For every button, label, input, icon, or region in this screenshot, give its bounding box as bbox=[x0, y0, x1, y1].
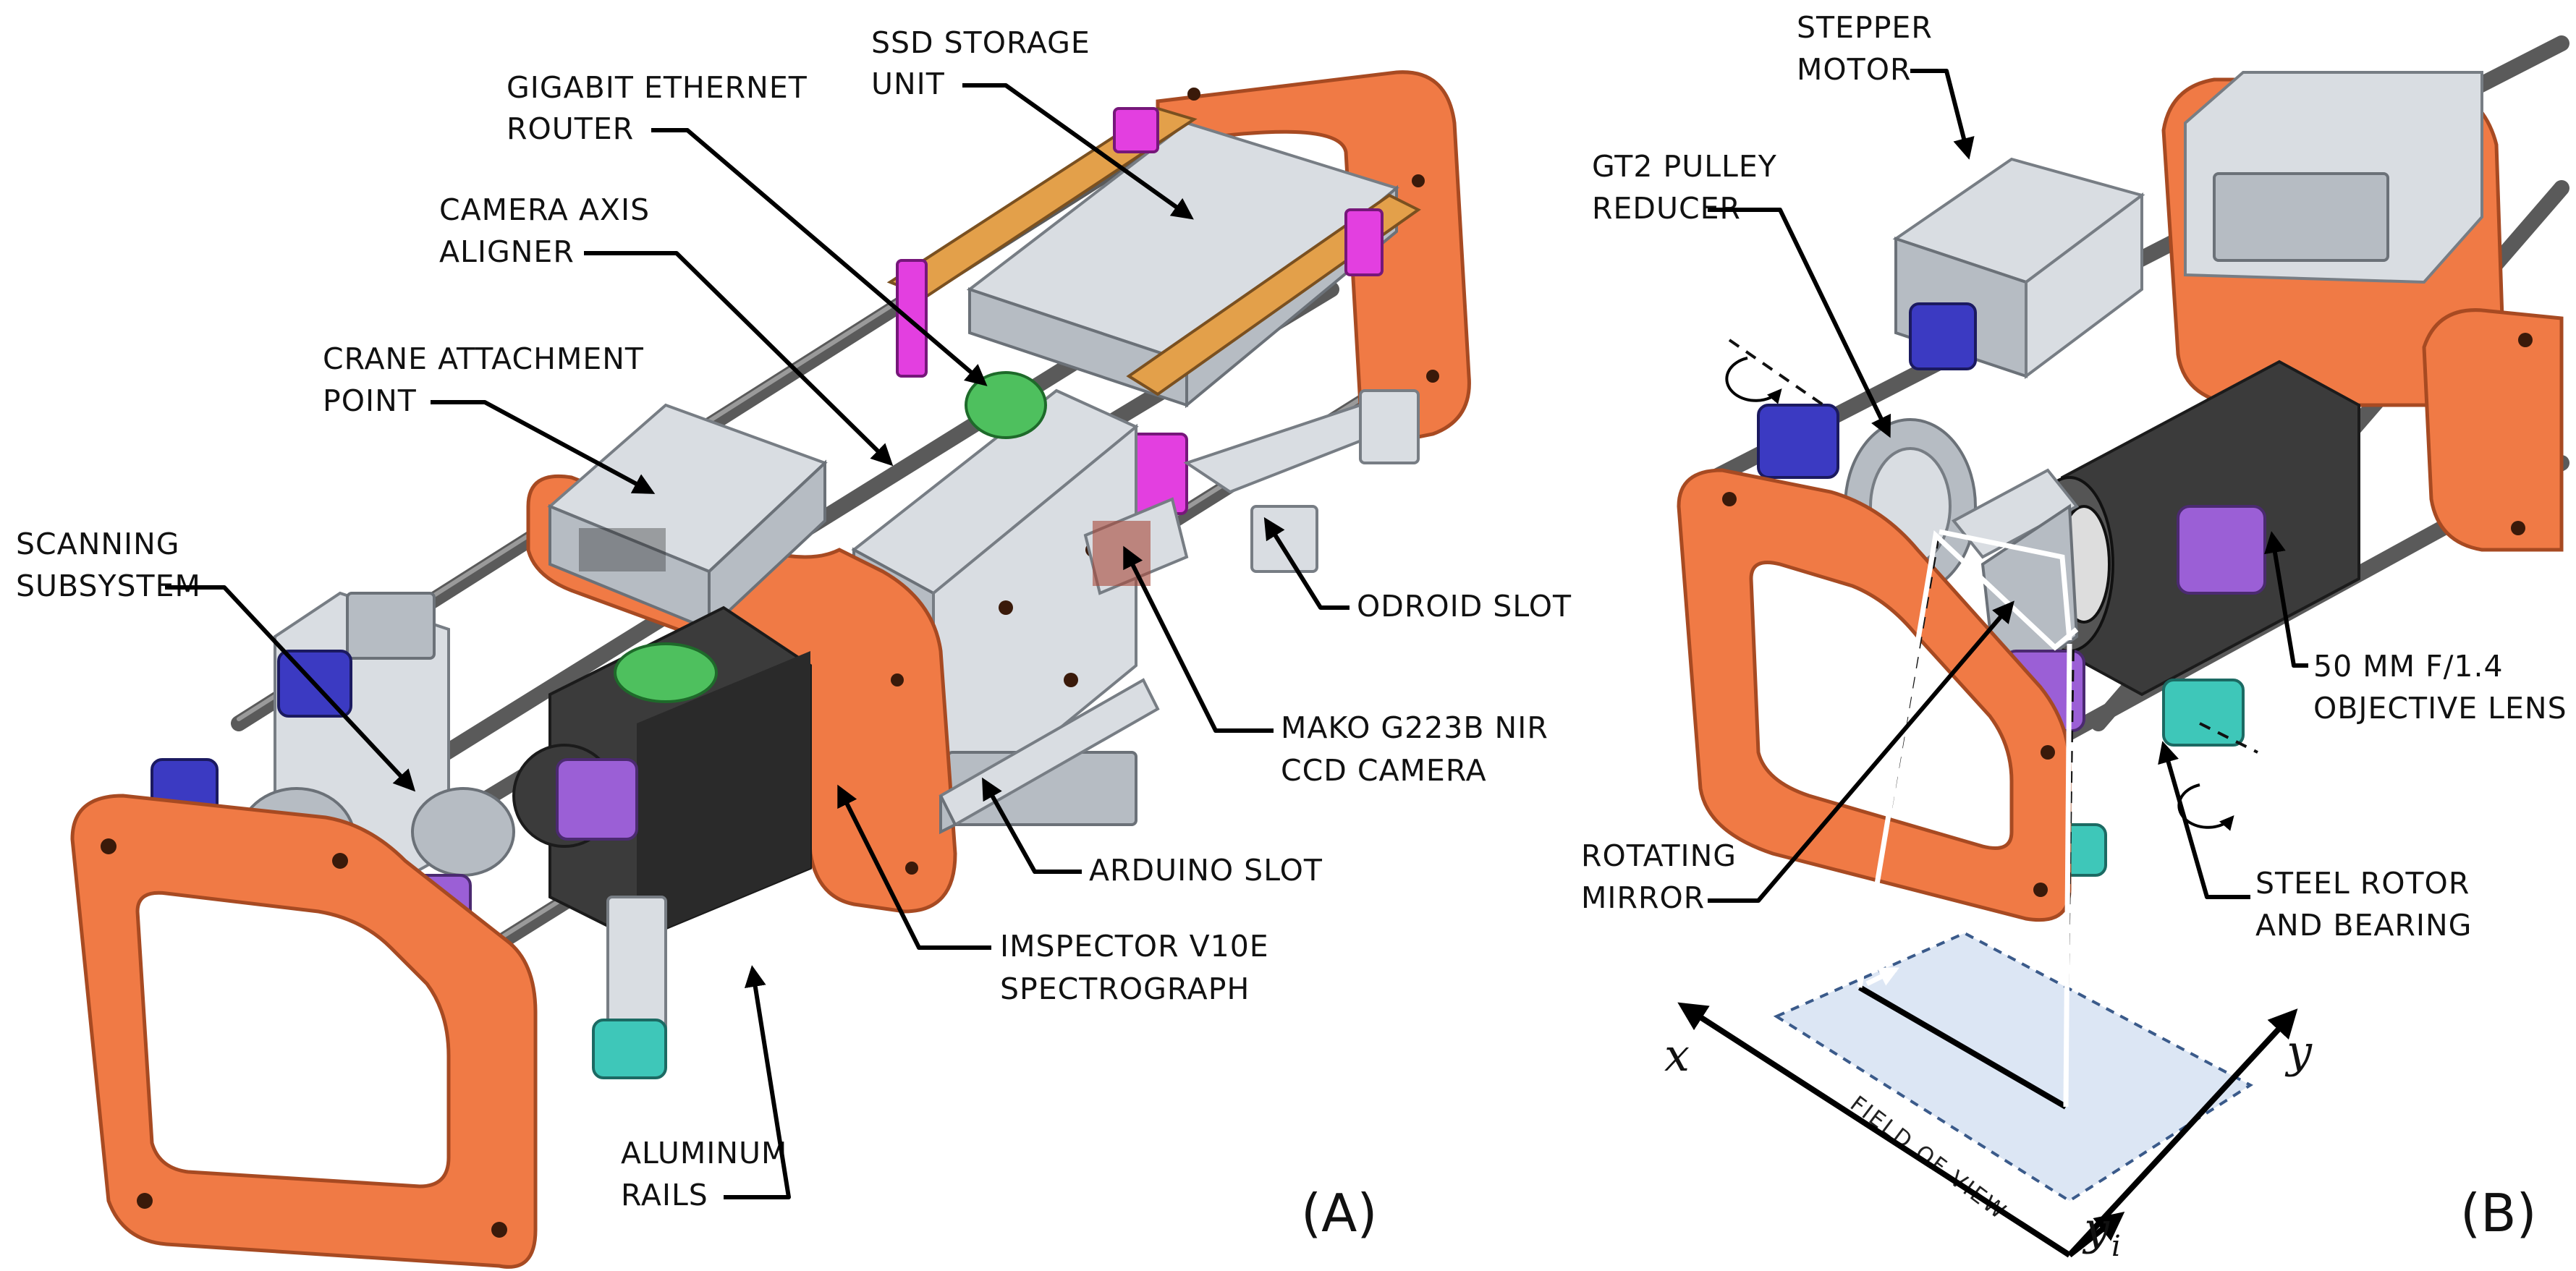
label-router-line1: GIGABIT ETHERNET bbox=[507, 70, 808, 105]
label-gt2-line1: GT2 PULLEY bbox=[1592, 149, 1777, 184]
label-scanning-line1: SCANNING bbox=[16, 527, 180, 561]
label-stepper-line1: STEPPER bbox=[1797, 10, 1933, 45]
label-mirror-line2: MIRROR bbox=[1581, 880, 1705, 915]
label-mako-line2: CCD CAMERA bbox=[1281, 753, 1487, 788]
label-crane-line2: POINT bbox=[323, 383, 417, 418]
label-aligner-line1: CAMERA AXIS bbox=[439, 192, 650, 227]
label-odroid: ODROID SLOT bbox=[1357, 589, 1572, 624]
odroid-slot bbox=[1183, 389, 1420, 573]
panel-a-labels: SSD STORAGE UNIT GIGABIT ETHERNET ROUTER… bbox=[16, 25, 1572, 1244]
label-router-line2: ROUTER bbox=[507, 111, 634, 146]
panel-a-leaders bbox=[165, 83, 1350, 1199]
panel-b-field-of-view: FIELD OF VIEW bbox=[1773, 931, 2253, 1225]
panel-b-stepper-motor bbox=[1892, 157, 2145, 379]
panel-b-id: (B) bbox=[2460, 1183, 2537, 1244]
label-stepper-line2: MOTOR bbox=[1797, 52, 1911, 87]
rotation-arrow-icon-left bbox=[1725, 357, 1782, 404]
panel-a-id: (A) bbox=[1301, 1183, 1377, 1244]
label-ssd-line1: SSD STORAGE bbox=[871, 25, 1090, 60]
panel-a: SSD STORAGE UNIT GIGABIT ETHERNET ROUTER… bbox=[16, 25, 1572, 1269]
panel-b-labels: STEPPER MOTOR GT2 PULLEY REDUCER 50 MM F… bbox=[1581, 10, 2567, 1244]
label-lens-line2: OBJECTIVE LENS bbox=[2313, 691, 2567, 726]
x-axis bbox=[1677, 1002, 2072, 1258]
panel-b-leaders bbox=[1708, 69, 2308, 903]
panel-b-axes: x y y i bbox=[1664, 1002, 2313, 1263]
panel-b-rear-frame bbox=[2161, 71, 2564, 552]
panel-b-gt2-pulley bbox=[1757, 404, 1977, 595]
ssd-storage-unit bbox=[886, 106, 1421, 515]
axis-yi-label: y bbox=[2082, 1202, 2110, 1255]
panel-b-light-rays bbox=[1857, 529, 2079, 1108]
label-mako-line1: MAKO G223B NIR bbox=[1281, 710, 1548, 745]
front-orange-frame bbox=[70, 794, 538, 1269]
label-arduino: ARDUINO SLOT bbox=[1089, 853, 1323, 888]
axis-yi-subscript: i bbox=[2111, 1230, 2121, 1263]
label-mirror-line1: ROTATING bbox=[1581, 838, 1737, 873]
crane-attachment-point bbox=[547, 403, 828, 633]
panel-b: FIELD OF VIEW x y y i STEPPER MOTOR GT2 … bbox=[1581, 10, 2569, 1263]
label-crane-line1: CRANE ATTACHMENT bbox=[323, 341, 644, 376]
axis-x-label: x bbox=[1664, 1029, 1690, 1081]
label-rotor-line1: STEEL ROTOR bbox=[2255, 866, 2470, 901]
label-lens-line1: 50 MM F/1.4 bbox=[2313, 649, 2504, 684]
label-imspector-line1: IMSPECTOR V10E bbox=[1000, 929, 1269, 964]
label-imspector-line2: SPECTROGRAPH bbox=[1000, 972, 1250, 1006]
label-aligner-line2: ALIGNER bbox=[439, 234, 575, 269]
label-ssd-line2: UNIT bbox=[871, 67, 945, 101]
label-rails-line2: RAILS bbox=[621, 1178, 708, 1212]
panel-b-front-frame bbox=[1677, 468, 2072, 922]
imspector-spectrograph bbox=[548, 605, 812, 943]
label-rotor-line2: AND BEARING bbox=[2255, 908, 2472, 943]
axis-y-label: y bbox=[2284, 1025, 2313, 1078]
label-rails-line1: ALUMINUM bbox=[621, 1136, 787, 1170]
yi-axis-tick bbox=[2067, 1212, 2125, 1258]
